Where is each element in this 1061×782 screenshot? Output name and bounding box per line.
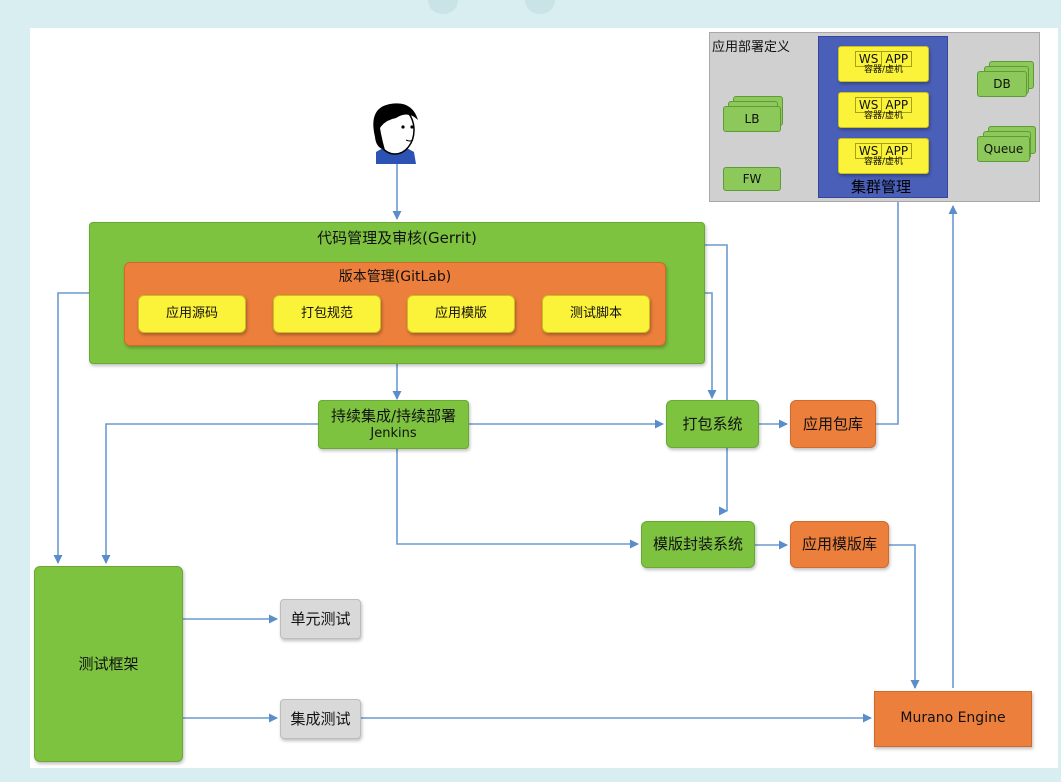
item-packaging-spec-label: 打包规范: [300, 305, 353, 321]
deployment-title: 应用部署定义: [712, 40, 791, 55]
test-framework-label: 测试框架: [78, 654, 139, 673]
item-app-source: 应用源码: [138, 295, 246, 333]
lb-box: LB: [723, 106, 781, 132]
murano-engine-label: Murano Engine: [900, 710, 1006, 727]
node-ws-label: WS: [854, 50, 883, 67]
decor-tab-left: [428, 0, 458, 14]
node-sub-label: 容器/虚机: [863, 64, 904, 75]
gitlab-title: 版本管理(GitLab): [338, 269, 452, 285]
db-box: DB: [977, 71, 1027, 97]
ci-label-line2: Jenkins: [370, 425, 417, 441]
decor-tab-right: [525, 0, 555, 14]
unit-test-label: 单元测试: [290, 609, 351, 628]
cluster-label: 集群管理: [851, 178, 912, 196]
arrow-gitlab-to-packaging: [705, 292, 717, 399]
node-sub-label: 容器/虚机: [863, 156, 904, 167]
node-ws-label: WS: [854, 96, 883, 113]
test-framework: 测试框架: [34, 566, 183, 762]
arrow-ci-to-test: [101, 423, 318, 564]
template-repo-label: 应用模版库: [801, 535, 877, 554]
arrow-pkgrepo-to-cluster: [876, 157, 903, 425]
queue-box: Queue: [977, 136, 1030, 162]
gerrit-title: 代码管理及审核(Gerrit): [317, 229, 477, 247]
package-repo: 应用包库: [790, 400, 876, 448]
ci-label-line1: 持续集成/持续部署: [330, 407, 457, 425]
package-repo-label: 应用包库: [802, 414, 863, 433]
template-repo: 应用模版库: [790, 521, 889, 568]
item-app-template-label: 应用模版: [434, 305, 487, 321]
item-app-template: 应用模版: [407, 295, 515, 333]
item-packaging-spec: 打包规范: [273, 295, 381, 333]
lb-label: LB: [744, 111, 760, 126]
packaging-system: 打包系统: [666, 400, 759, 448]
fw-box: FW: [723, 167, 781, 191]
item-test-script: 测试脚本: [542, 295, 650, 333]
node-app-label: APP: [882, 50, 913, 67]
murano-engine: Murano Engine: [874, 691, 1032, 747]
arrow-gerrit-to-test: [53, 292, 89, 564]
item-test-script-label: 测试脚本: [569, 305, 622, 321]
node-ws-label: WS: [854, 142, 883, 159]
item-app-source-label: 应用源码: [165, 305, 218, 321]
template-system-label: 模版封装系统: [652, 535, 743, 554]
node-sub-label: 容器/虚机: [863, 110, 904, 121]
arrow-ci-to-template: [396, 449, 639, 549]
fw-label: FW: [742, 171, 762, 186]
arrow-tplrepo-to-murano: [889, 544, 920, 689]
template-system: 模版封装系统: [641, 521, 755, 568]
db-label: DB: [993, 76, 1011, 91]
ci-box: 持续集成/持续部署 Jenkins: [318, 400, 469, 449]
integration-test: 集成测试: [280, 699, 361, 739]
node-app-label: APP: [882, 96, 913, 113]
unit-test: 单元测试: [280, 599, 361, 639]
integration-test-label: 集成测试: [290, 709, 351, 728]
queue-label: Queue: [983, 141, 1024, 156]
packaging-system-label: 打包系统: [682, 414, 743, 433]
node-app-label: APP: [882, 142, 913, 159]
